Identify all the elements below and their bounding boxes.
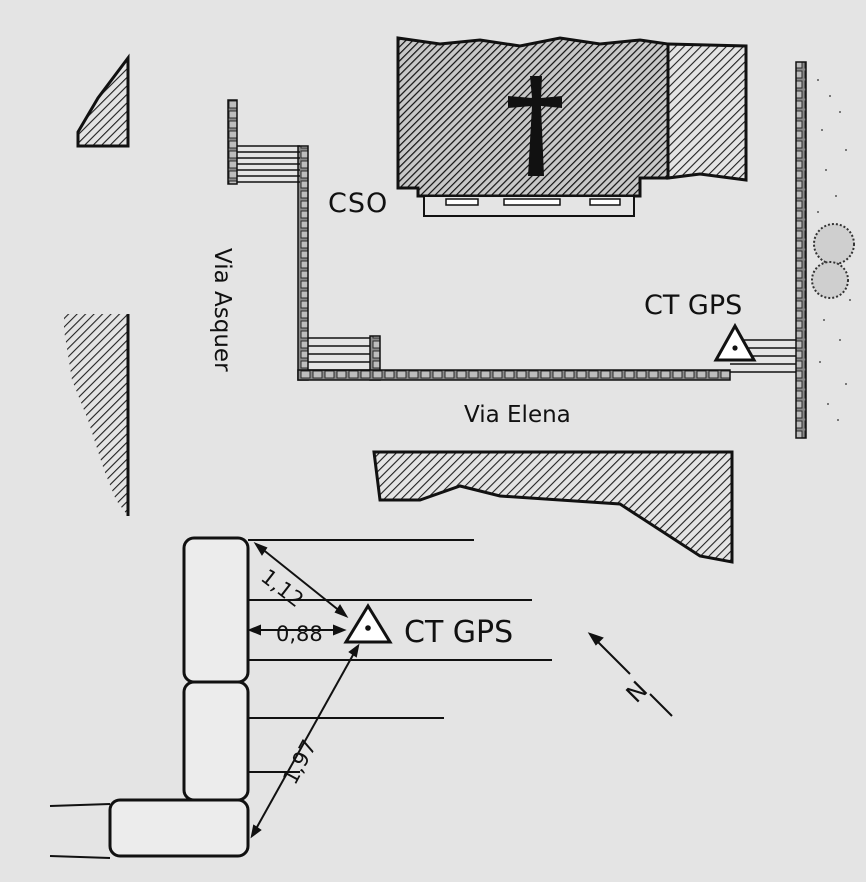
building-south	[372, 450, 734, 564]
detail-control-point-triangle-icon	[343, 603, 393, 644]
control-point-triangle-icon	[713, 322, 757, 362]
control-point-label: CT GPS	[644, 290, 743, 321]
building-label: CSO	[328, 188, 389, 219]
detail-control-point-label: CT GPS	[404, 615, 514, 650]
church-building	[396, 36, 748, 217]
church-cross-icon	[508, 76, 562, 176]
steps	[237, 145, 796, 373]
gravel-area	[817, 79, 851, 421]
north-arrow-icon	[587, 632, 673, 717]
measurement-lines	[247, 541, 360, 839]
churchyard-wall	[227, 61, 807, 439]
building-west-upper	[76, 53, 130, 148]
detail-steps	[248, 539, 552, 773]
shrub-icon	[811, 223, 855, 299]
street-label-via-elena: Via Elena	[464, 402, 571, 428]
detail-stone-wall	[49, 536, 250, 859]
building-west-lower	[64, 314, 130, 516]
distance-label-wall: 0,88	[276, 622, 323, 646]
street-label-via-asquer: Via Asquer	[209, 248, 235, 372]
